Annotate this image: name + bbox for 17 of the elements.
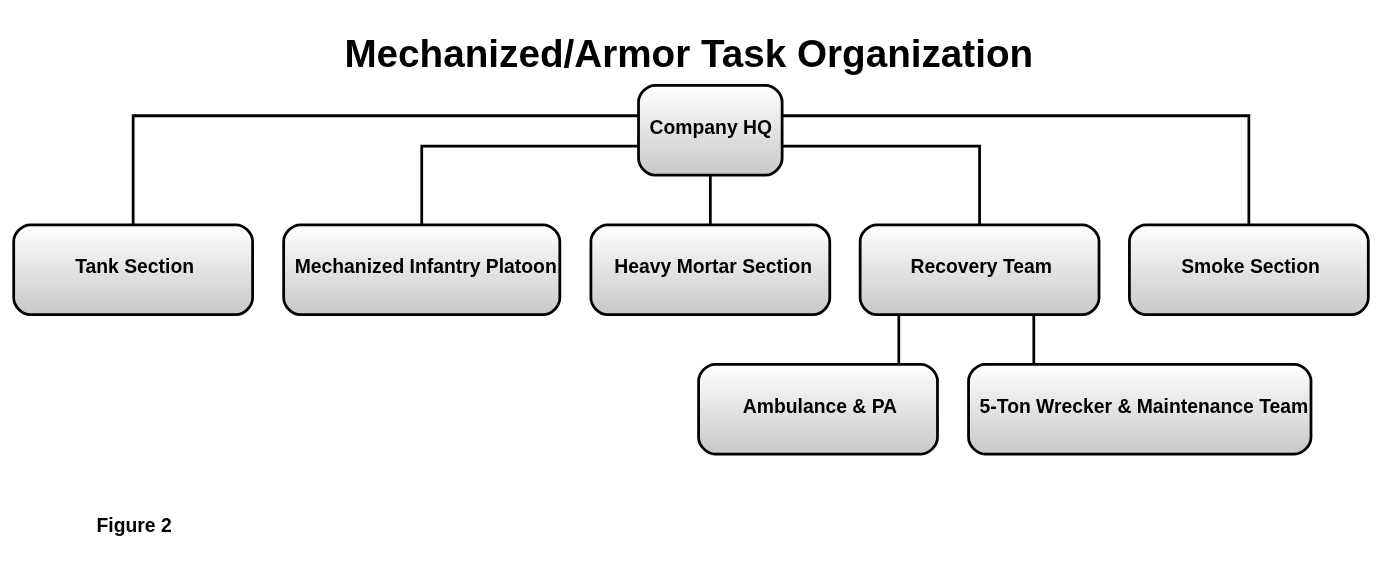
connector	[782, 144, 981, 225]
node-box: Company HQ	[637, 83, 784, 176]
connector	[1032, 314, 1036, 364]
node-box: Ambulance & PA	[697, 362, 939, 455]
node-box: Smoke Section	[1128, 222, 1370, 316]
node-box: Mechanized Infantry Platoon	[282, 222, 562, 316]
label: Figure 2	[96, 514, 172, 536]
connector	[131, 113, 639, 225]
connector	[782, 113, 1251, 225]
node-box: Tank Section	[12, 222, 254, 316]
node-box: 5-Ton Wrecker & Maintenance Team	[967, 362, 1313, 455]
connector	[897, 314, 901, 364]
node-box: Heavy Mortar Section	[589, 222, 832, 316]
connector	[708, 174, 712, 224]
diagram-title: Mechanized/Armor Task Organization	[344, 31, 1034, 75]
node-box: Recovery Team	[858, 222, 1101, 316]
connector	[420, 144, 639, 225]
